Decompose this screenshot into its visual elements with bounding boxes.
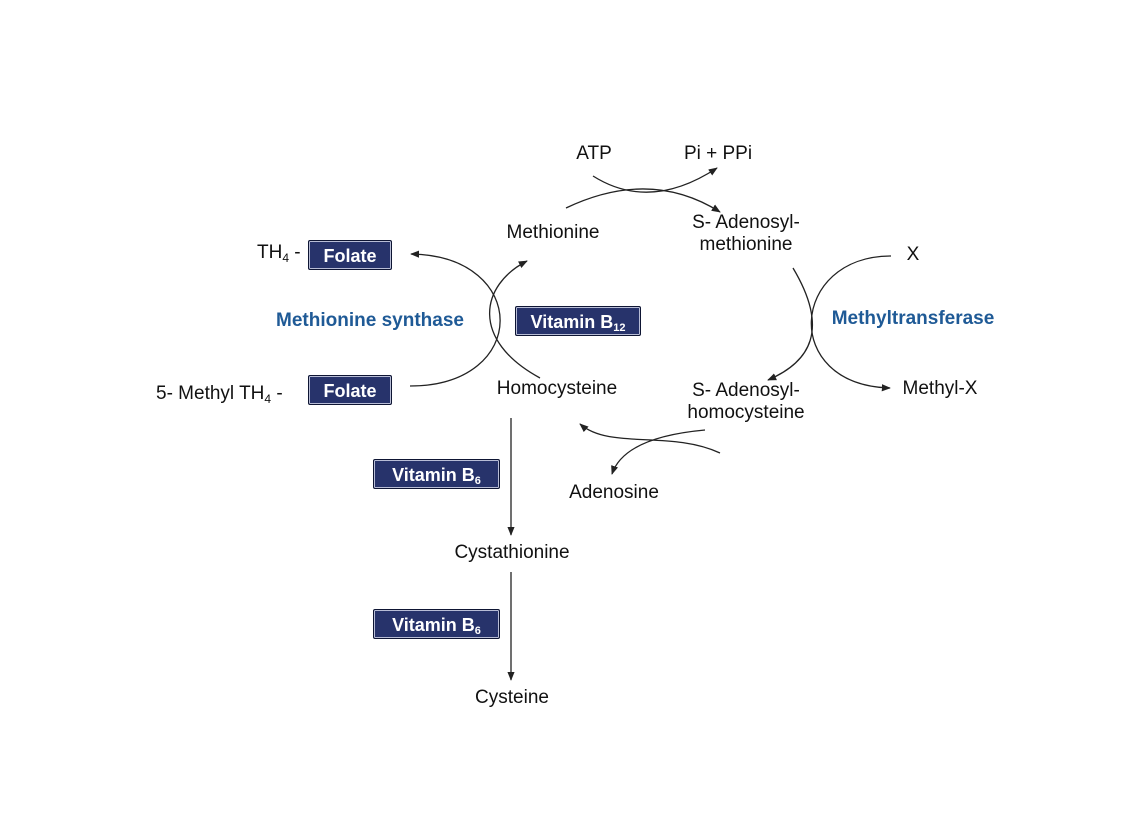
arrow-x-to-methyl-x [810,255,892,392]
methionine-synthase-label: Methionine synthase [276,310,464,331]
arrow-homocysteine-to-methionine [488,260,541,379]
vitamin-b6-upper-main: Vitamin B [392,465,475,485]
th4-prefix: TH [257,242,283,263]
methyl-th4-dash: - [271,383,283,404]
th4-dash: - [289,242,301,263]
methyl-th4-subscript: 4 [264,392,272,406]
vitamin-b12-subscript: 12 [613,322,626,334]
sah-label-line1: S- Adenosyl- [692,380,800,401]
cystathionine-label: Cystathionine [454,542,570,563]
sam-label-line2: methionine [699,234,793,255]
methyltransferase-label: Methyltransferase [831,308,995,329]
methyl-th4-label: 5- Methyl TH4 - [156,383,283,410]
sah-label: S- Adenosyl- homocysteine [687,380,804,424]
arrow-sah-to-adenosine [611,429,706,475]
arrow-methyl-folate-to-folate [409,250,501,387]
vitamin-b6-lower-main: Vitamin B [392,615,475,635]
vitamin-b12-badge: Vitamin B12 [515,306,641,336]
adenosine-label: Adenosine [569,482,659,503]
methyl-th4-prefix: 5- Methyl TH [156,383,265,404]
th4-label: TH4 - [257,242,301,269]
vitamin-b6-upper-subscript: 6 [474,475,481,487]
homocysteine-label: Homocysteine [496,378,618,399]
th4-subscript: 4 [282,251,290,265]
vitamin-b12-main: Vitamin B [530,312,614,332]
arrow-sam-to-sah [767,267,814,381]
cysteine-label: Cysteine [475,687,549,708]
vitamin-b6-badge-lower: Vitamin B6 [373,609,500,639]
methyl-x-label: Methyl-X [902,378,978,399]
methionine-label: Methionine [506,222,600,243]
folate-badge-top: Folate [308,240,392,270]
sam-label-line1: S- Adenosyl- [692,212,800,233]
pi-ppi-label: Pi + PPi [683,143,753,164]
arrow-atp-to-pi-ppi [592,167,718,193]
folate-badge-bottom: Folate [308,375,392,405]
vitamin-b6-lower-subscript: 6 [474,625,481,637]
arrow-sah-to-homocysteine [579,423,721,454]
sam-label: S- Adenosyl- methionine [692,212,800,256]
vitamin-b6-badge-upper: Vitamin B6 [373,459,500,489]
sah-label-line2: homocysteine [687,402,805,423]
x-label: X [906,244,920,265]
atp-label: ATP [576,143,612,164]
arrow-methionine-to-sam [565,188,721,213]
